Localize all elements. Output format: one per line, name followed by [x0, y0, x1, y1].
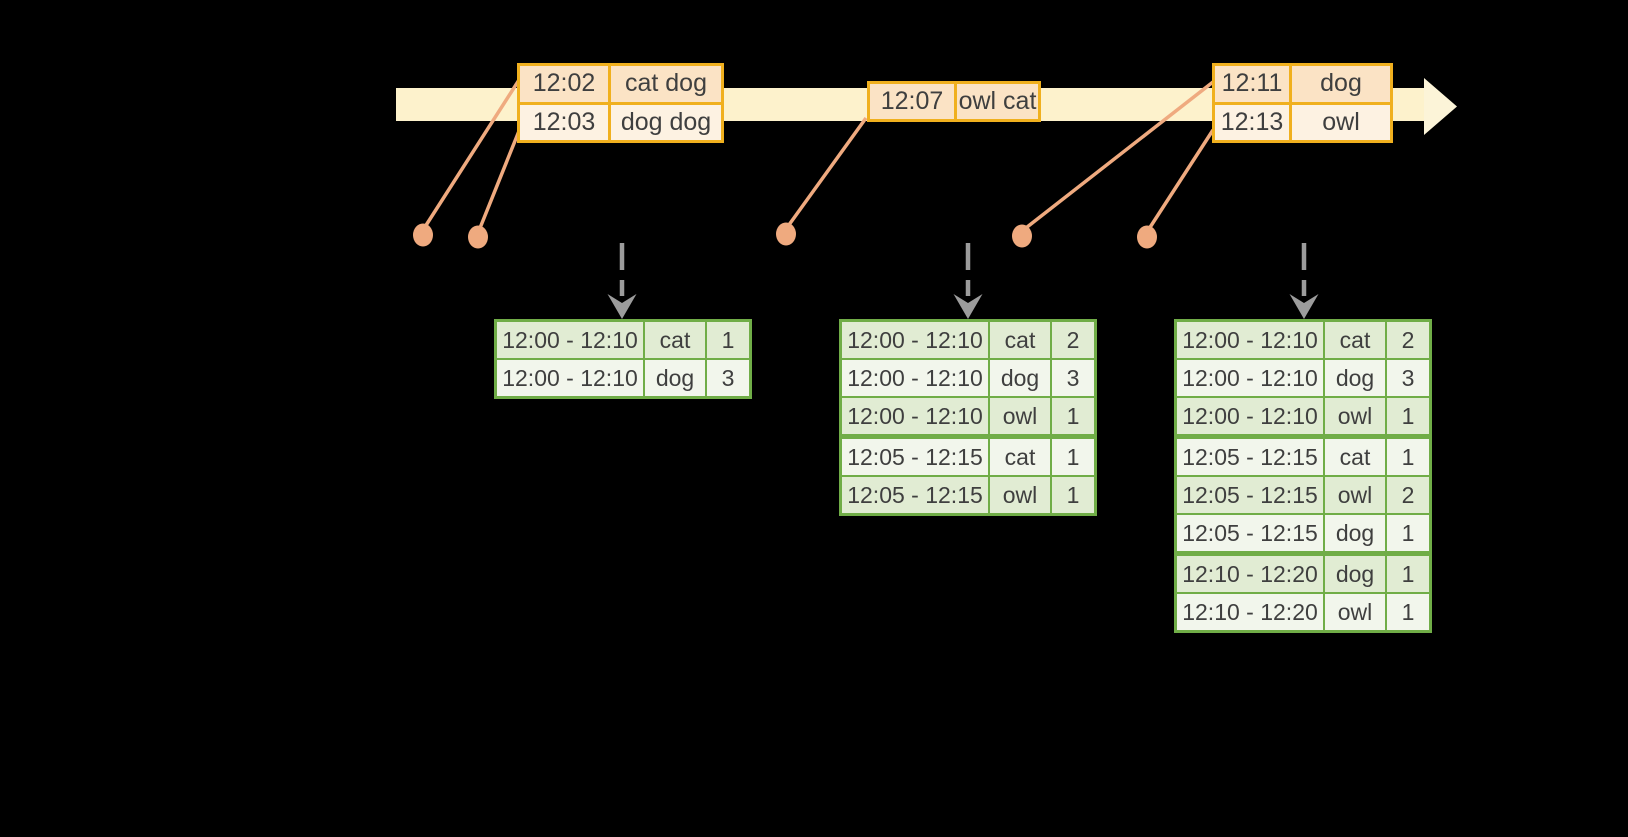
- table-row: 12:05 - 12:15 cat 1: [1177, 439, 1429, 475]
- timeline-arrowhead-icon: [1424, 78, 1457, 135]
- word-cell: cat: [990, 439, 1050, 475]
- table-row: 12:00 - 12:10 owl 1: [842, 398, 1094, 434]
- event-words: dog dog: [620, 107, 712, 136]
- word-cell: cat: [1325, 439, 1385, 475]
- count-cell: 2: [1052, 322, 1094, 358]
- count-cell: 3: [1052, 360, 1094, 396]
- table-row: 12:00 - 12:10 dog 3: [497, 360, 749, 396]
- word-cell: cat: [1325, 322, 1385, 358]
- window-cell: 12:10 - 12:20: [1177, 556, 1323, 592]
- count-cell: 2: [1387, 477, 1429, 513]
- result-table-1: 12:00 - 12:10 cat 1 12:00 - 12:10 dog 3: [494, 319, 752, 399]
- word-cell: owl: [1325, 477, 1385, 513]
- word-cell: owl: [1325, 594, 1385, 630]
- event-row: 12:03 dog dog: [520, 101, 721, 140]
- count-cell: 1: [1052, 439, 1094, 475]
- count-cell: 2: [1387, 322, 1429, 358]
- word-cell: cat: [645, 322, 705, 358]
- count-cell: 1: [707, 322, 749, 358]
- count-cell: 3: [707, 360, 749, 396]
- table-row: 12:00 - 12:10 owl 1: [1177, 398, 1429, 434]
- word-cell: owl: [990, 398, 1050, 434]
- word-cell: owl: [990, 477, 1050, 513]
- window-cell: 12:05 - 12:15: [1177, 477, 1323, 513]
- window-cell: 12:00 - 12:10: [497, 360, 643, 396]
- window-cell: 12:00 - 12:10: [842, 398, 988, 434]
- trigger-arrows: [607, 243, 1319, 319]
- event-row: 12:11 dog: [1215, 66, 1390, 102]
- event-time: 12:02: [520, 66, 611, 102]
- event-dots: [413, 222, 1157, 249]
- word-cell: dog: [990, 360, 1050, 396]
- down-arrow-icon: [1289, 243, 1319, 319]
- count-cell: 1: [1387, 556, 1429, 592]
- table-row: 12:00 - 12:10 cat 2: [842, 322, 1094, 358]
- word-cell: dog: [1325, 515, 1385, 551]
- event-row: 12:13 owl: [1215, 101, 1390, 140]
- word-cell: dog: [645, 360, 705, 396]
- window-cell: 12:00 - 12:10: [842, 322, 988, 358]
- event-dot: [1012, 224, 1032, 248]
- event-box-2: 12:07 owl cat: [867, 81, 1041, 122]
- count-cell: 1: [1052, 477, 1094, 513]
- window-cell: 12:10 - 12:20: [1177, 594, 1323, 630]
- event-dot: [1137, 225, 1157, 249]
- event-time: 12:13: [1215, 104, 1292, 140]
- connector-line: [784, 116, 868, 231]
- window-cell: 12:00 - 12:10: [1177, 322, 1323, 358]
- word-cell: cat: [990, 322, 1050, 358]
- table-row: 12:00 - 12:10 dog 3: [842, 360, 1094, 396]
- event-time: 12:11: [1215, 66, 1292, 102]
- connector-line: [476, 130, 521, 234]
- table-row: 12:00 - 12:10 cat 2: [1177, 322, 1429, 358]
- word-cell: dog: [1325, 556, 1385, 592]
- event-row: 12:07 owl cat: [870, 84, 1038, 119]
- table-row: 12:05 - 12:15 cat 1: [842, 439, 1094, 475]
- event-connectors: [421, 79, 1215, 234]
- event-dot: [413, 223, 433, 247]
- event-box-1: 12:02 cat dog 12:03 dog dog: [517, 63, 724, 143]
- count-cell: 1: [1052, 398, 1094, 434]
- window-cell: 12:05 - 12:15: [842, 439, 988, 475]
- count-cell: 1: [1387, 515, 1429, 551]
- window-cell: 12:00 - 12:10: [1177, 360, 1323, 396]
- down-arrow-icon: [953, 243, 983, 319]
- result-table-2: 12:00 - 12:10 cat 2 12:00 - 12:10 dog 3 …: [839, 319, 1097, 516]
- event-time: 12:03: [520, 104, 611, 140]
- count-cell: 3: [1387, 360, 1429, 396]
- table-row: 12:00 - 12:10 dog 3: [1177, 360, 1429, 396]
- event-dot: [468, 225, 488, 249]
- count-cell: 1: [1387, 398, 1429, 434]
- window-cell: 12:05 - 12:15: [842, 477, 988, 513]
- connector-line: [1145, 129, 1215, 233]
- table-row: 12:05 - 12:15 owl 2: [1177, 477, 1429, 513]
- event-dot: [776, 222, 796, 246]
- count-cell: 1: [1387, 594, 1429, 630]
- word-cell: owl: [1325, 398, 1385, 434]
- event-words: owl cat: [958, 87, 1037, 115]
- connector-line: [1020, 80, 1215, 233]
- table-row: 12:05 - 12:15 dog 1: [1177, 515, 1429, 551]
- window-cell: 12:05 - 12:15: [1177, 439, 1323, 475]
- table-row: 12:10 - 12:20 dog 1: [1177, 556, 1429, 592]
- event-box-3: 12:11 dog 12:13 owl: [1212, 63, 1393, 143]
- event-time: 12:07: [870, 84, 957, 119]
- word-cell: dog: [1325, 360, 1385, 396]
- event-words: owl: [1322, 107, 1360, 136]
- table-row: 12:10 - 12:20 owl 1: [1177, 594, 1429, 630]
- connector-line: [421, 79, 521, 231]
- window-cell: 12:00 - 12:10: [842, 360, 988, 396]
- event-words: dog: [1320, 69, 1362, 98]
- table-row: 12:00 - 12:10 cat 1: [497, 322, 749, 358]
- table-row: 12:05 - 12:15 owl 1: [842, 477, 1094, 513]
- down-arrow-icon: [607, 243, 637, 319]
- count-cell: 1: [1387, 439, 1429, 475]
- event-words: cat dog: [624, 69, 707, 98]
- event-row: 12:02 cat dog: [520, 66, 721, 102]
- result-table-3: 12:00 - 12:10 cat 2 12:00 - 12:10 dog 3 …: [1174, 319, 1432, 633]
- window-cell: 12:00 - 12:10: [497, 322, 643, 358]
- window-cell: 12:05 - 12:15: [1177, 515, 1323, 551]
- window-cell: 12:00 - 12:10: [1177, 398, 1323, 434]
